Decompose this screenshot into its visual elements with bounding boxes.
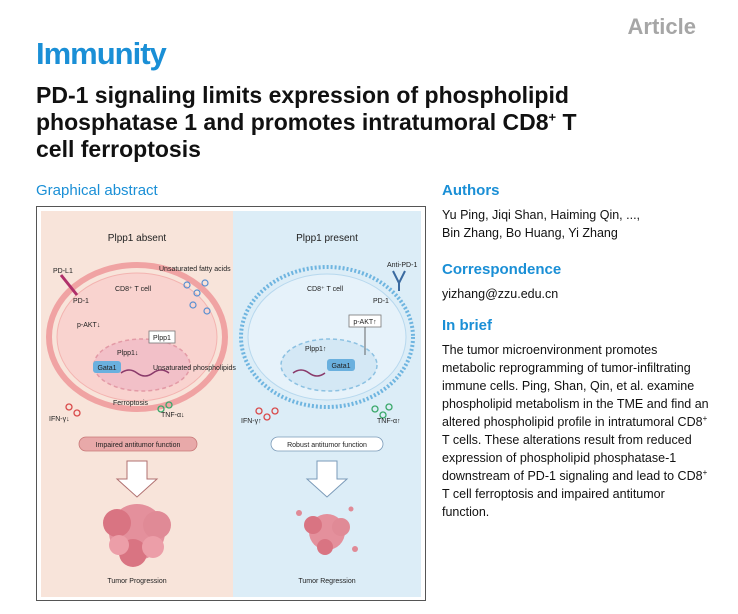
title-line-2-end: T — [556, 109, 577, 135]
authors-line-2: Bin Zhang, Bo Huang, Yi Zhang — [442, 226, 618, 240]
right-tumor-icon — [296, 506, 358, 555]
left-pakt-label: p-AKT↓ — [77, 322, 100, 329]
authors-list: Yu Ping, Jiqi Shan, Haiming Qin, ..., Bin… — [442, 206, 712, 242]
ifn-dot-icon — [73, 409, 81, 417]
tnf-dot-icon — [385, 403, 393, 411]
left-tumor-icon — [103, 504, 171, 567]
right-banner-label: Robust antitumor function — [287, 442, 367, 449]
right-outcome-label: Tumor Regression — [298, 578, 355, 585]
graphical-abstract-svg: Plpp1 absent PD-L1 PD-1 CD8⁺ T cell Unsa… — [41, 211, 421, 597]
correspondence-section: Correspondence yizhang@zzu.edu.cn — [442, 261, 712, 303]
left-gata1-label: Gata1 — [97, 365, 116, 372]
left-gata1-box — [93, 361, 121, 373]
left-outcome-label: Tumor Progression — [107, 578, 166, 585]
correspondence-heading: Correspondence — [442, 261, 562, 278]
right-ifn-label: IFN-γ↑ — [241, 418, 262, 425]
left-dna-strand-icon — [120, 369, 170, 377]
right-panel-title: Plpp1 present — [296, 233, 358, 244]
fatty-acid-dot-icon — [193, 289, 201, 297]
right-cell-membrane — [239, 265, 415, 409]
left-plpp1-box — [148, 330, 176, 344]
left-down-arrow-icon — [115, 460, 159, 498]
fatty-acid-dot-icon — [201, 279, 209, 287]
left-tnf-label: TNF-α↓ — [161, 412, 185, 419]
in-brief-section: In brief The tumor microenvironment prom… — [442, 317, 712, 521]
right-pakt-label: p-AKT↑ — [353, 319, 376, 326]
in-brief-sup-1: + — [702, 413, 708, 423]
right-cell-label: CD8⁺ T cell — [307, 286, 344, 293]
authors-heading: Authors — [442, 182, 500, 199]
left-banner-label: Impaired antitumor function — [96, 442, 181, 449]
authors-section: Authors Yu Ping, Jiqi Shan, Haiming Qin,… — [442, 182, 712, 242]
right-tnf-label: TNF-α↑ — [377, 418, 401, 425]
article-type-label: Article — [627, 14, 696, 39]
left-nucleus — [93, 338, 191, 392]
left-ferroptosis-label: Ferroptosis — [113, 400, 149, 407]
pdl1-ligand-icon — [59, 274, 79, 296]
in-brief-part-3: T cell ferroptosis and impaired antitumo… — [442, 487, 665, 519]
left-plpp1-box-label: Plpp1 — [153, 335, 171, 342]
tnf-dot-icon — [371, 405, 379, 413]
left-phospholipids-label: Unsaturated phospholipids — [153, 365, 236, 372]
in-brief-part-2: T cells. These alterations result from r… — [442, 433, 703, 483]
fatty-acid-dot-icon — [183, 281, 191, 289]
title-line-2: phosphatase 1 and promotes intratumoral … — [36, 109, 549, 135]
left-ifn-label: IFN-γ↓ — [49, 416, 70, 423]
left-pd1-label: PD-1 — [73, 298, 89, 305]
left-cell-membrane — [46, 262, 228, 412]
right-down-arrow-icon — [305, 460, 349, 498]
ifn-dot-icon — [255, 407, 263, 415]
right-dna-strand-icon — [292, 369, 326, 377]
fatty-acid-dot-icon — [203, 307, 211, 315]
ifn-dot-icon — [263, 413, 271, 421]
in-brief-text: The tumor microenvironment promotes meta… — [442, 341, 712, 521]
tnf-dot-icon — [379, 411, 387, 419]
right-outcome-banner — [270, 436, 384, 452]
left-outcome-banner — [78, 436, 198, 452]
tnf-dot-icon — [165, 401, 173, 409]
in-brief-part-1: The tumor microenvironment promotes meta… — [442, 343, 709, 429]
authors-line-1: Yu Ping, Jiqi Shan, Haiming Qin, ..., — [442, 208, 641, 222]
fatty-acid-dot-icon — [189, 301, 197, 309]
left-pdl1-label: PD-L1 — [53, 268, 73, 275]
title-line-1: PD-1 signaling limits expression of phos… — [36, 82, 569, 108]
title-superscript: + — [548, 109, 557, 125]
graphical-abstract-figure[interactable]: Plpp1 absent PD-L1 PD-1 CD8⁺ T cell Unsa… — [36, 206, 426, 601]
title-line-3: cell ferroptosis — [36, 136, 201, 162]
left-cell-label: CD8⁺ T cell — [115, 286, 152, 293]
article-title: PD-1 signaling limits expression of phos… — [36, 82, 686, 163]
right-gata1-box — [327, 359, 355, 371]
left-fatty-acids-label: Unsaturated fatty acids — [159, 266, 231, 273]
right-plpp1-gene-label: Plpp1↑ — [305, 346, 326, 353]
correspondence-email[interactable]: yizhang@zzu.edu.cn — [442, 287, 559, 301]
anti-pd1-antibody-icon — [392, 270, 406, 291]
right-pd1-label: PD-1 — [373, 298, 389, 305]
ifn-dot-icon — [65, 403, 73, 411]
graphical-abstract-heading: Graphical abstract — [36, 182, 158, 199]
left-panel-title: Plpp1 absent — [108, 233, 167, 244]
journal-logo[interactable]: Immunity — [36, 36, 167, 71]
ifn-dot-icon — [271, 407, 279, 415]
tnf-dot-icon — [157, 405, 165, 413]
in-brief-heading: In brief — [442, 317, 493, 334]
right-anti-pd1-label: Anti-PD-1 — [387, 262, 417, 269]
right-gata1-label: Gata1 — [331, 363, 350, 370]
in-brief-sup-2: + — [702, 467, 708, 477]
left-plpp1-gene-label: Plpp1↓ — [117, 350, 138, 357]
